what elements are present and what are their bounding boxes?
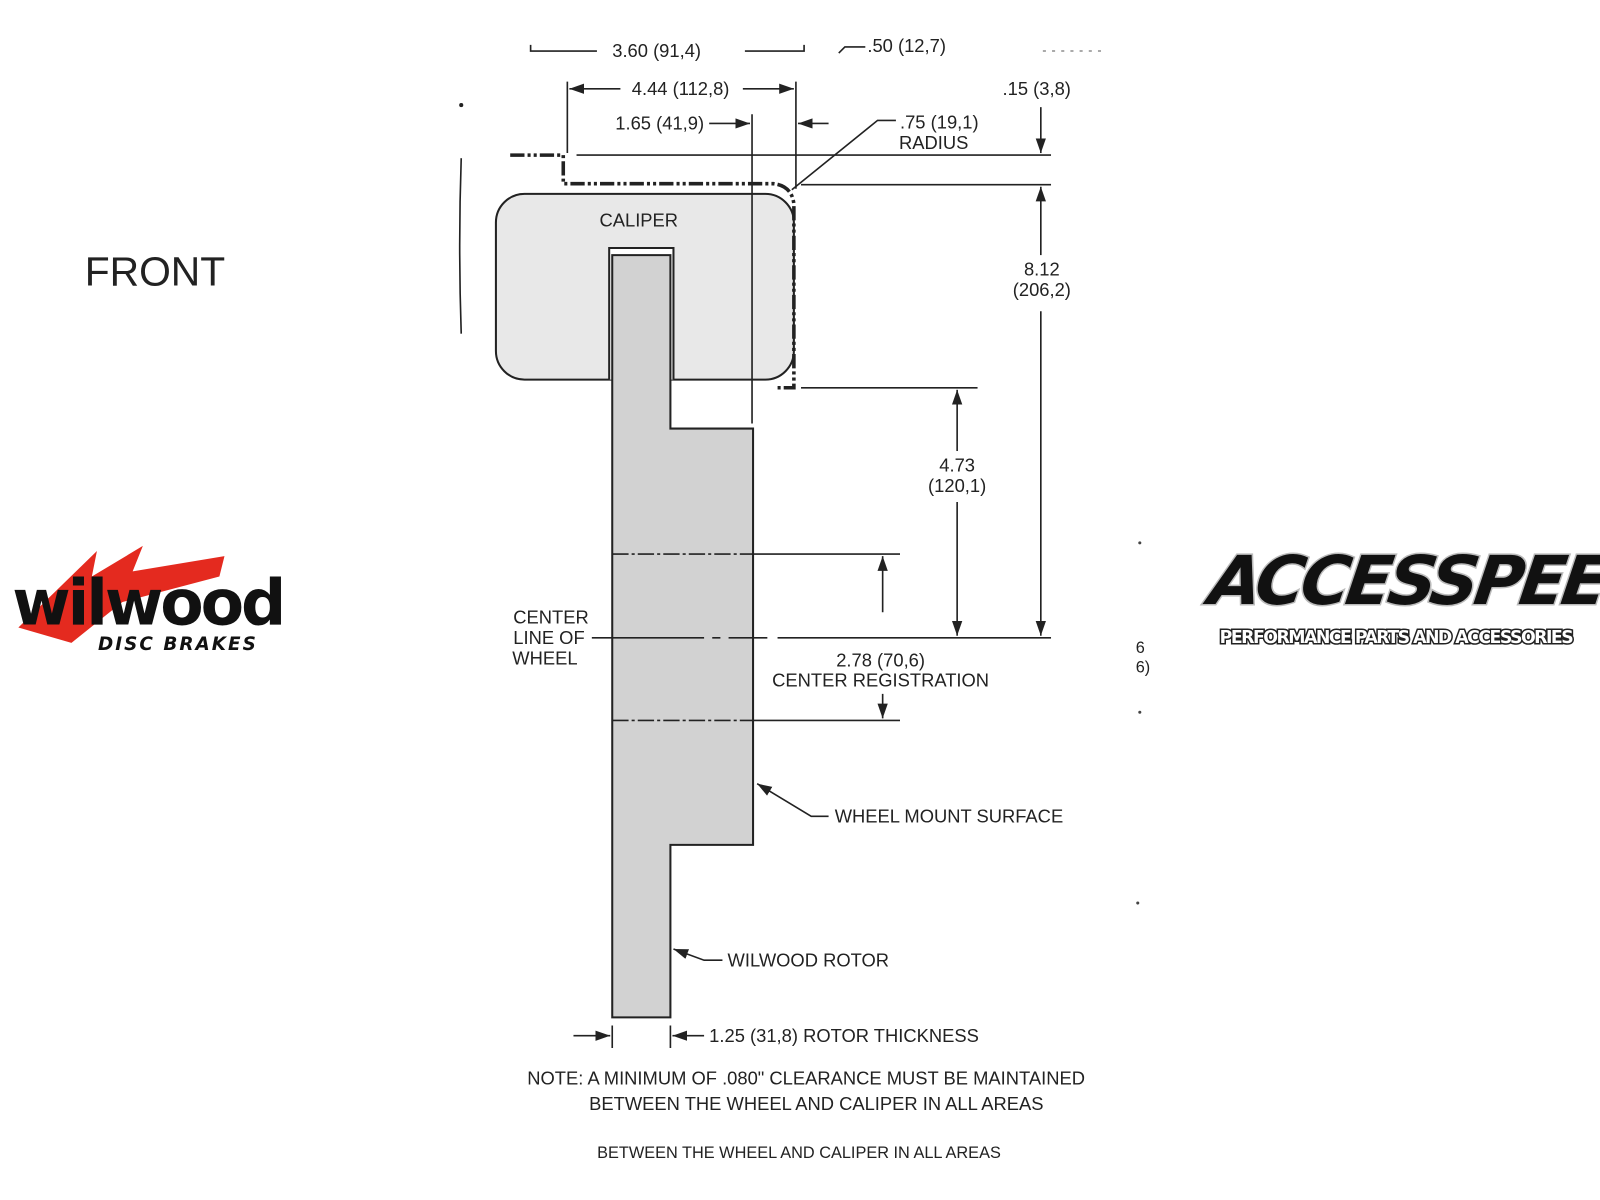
- note-line-2: BETWEEN THE WHEEL AND CALIPER IN ALL ARE…: [589, 1093, 1043, 1114]
- wilwood-wordmark: wilwood: [12, 565, 283, 639]
- dim-473-mm: (120,1): [928, 475, 986, 496]
- note-repeat: BETWEEN THE WHEEL AND CALIPER IN ALL ARE…: [597, 1144, 1001, 1162]
- dim-015: .15 (3,8): [576, 78, 1071, 389]
- dim-473-text: 4.73: [939, 454, 975, 475]
- accesspeed-wordmark: ACCESSPEED: [1200, 541, 1600, 620]
- wheel-mount-surface-label: WHEEL MOUNT SURFACE: [835, 805, 1064, 826]
- dim-812-mm: (206,2): [1013, 279, 1071, 300]
- left-bracket: [458, 158, 463, 334]
- dim-075-radius: .75 (19,1) RADIUS: [791, 112, 979, 191]
- dim-278-sub: CENTER REGISTRATION: [772, 670, 989, 691]
- note-line-1: NOTE: A MINIMUM OF .080" CLEARANCE MUST …: [527, 1068, 1085, 1089]
- rotor-hat: [611, 254, 755, 1019]
- dim-812-text: 8.12: [1024, 259, 1060, 280]
- wheel-centerline: CENTER LINE OF WHEEL: [512, 606, 1052, 668]
- dim-125: 1.25 (31,8) ROTOR THICKNESS: [573, 1025, 979, 1048]
- dim-050-text: .50 (12,7): [867, 35, 946, 56]
- edge-partial-1: 6: [1136, 639, 1145, 657]
- dim-015-text: .15 (3,8): [1003, 78, 1071, 99]
- clearance-envelope: [510, 153, 796, 390]
- top-partial-dimension: 3.60 (91,4) .50 (12,7): [529, 35, 1105, 61]
- dim-165: 1.65 (41,9): [615, 113, 829, 424]
- caliper-label: CALIPER: [599, 210, 678, 231]
- dim-444-text: 4.44 (112,8): [632, 78, 730, 99]
- wilwood-logo: wilwood DISC BRAKES: [12, 545, 286, 655]
- wilwood-rotor-label: WILWOOD ROTOR: [728, 949, 890, 970]
- wilwood-subtitle: DISC BRAKES: [98, 634, 258, 655]
- dim-075-text: .75 (19,1): [900, 112, 979, 133]
- dim-278-text: 2.78 (70,6): [836, 649, 925, 670]
- dim-812: 8.12 (206,2): [1013, 186, 1071, 636]
- centerline-label-3: WHEEL: [512, 647, 577, 668]
- edge-partial-2: 6): [1136, 658, 1151, 676]
- dim-165-text: 1.65 (41,9): [615, 113, 704, 134]
- dim-473: 4.73 (120,1): [928, 389, 986, 636]
- dim-360-text: 3.60 (91,4): [612, 40, 701, 61]
- accesspeed-subtitle: PERFORMANCE PARTS AND ACCESSORIES: [1220, 628, 1574, 648]
- dim-444: 4.44 (112,8): [566, 78, 797, 189]
- centerline-label-1: CENTER: [513, 606, 588, 627]
- centerline-label-2: LINE OF: [513, 627, 584, 648]
- dim-125-text: 1.25 (31,8) ROTOR THICKNESS: [709, 1025, 979, 1046]
- dim-278: 2.78 (70,6) CENTER REGISTRATION: [612, 553, 989, 722]
- dim-075-sub: RADIUS: [899, 132, 968, 153]
- front-label: FRONT: [85, 249, 226, 295]
- accesspeed-logo: ACCESSPEED PERFORMANCE PARTS AND ACCESSO…: [1198, 540, 1600, 650]
